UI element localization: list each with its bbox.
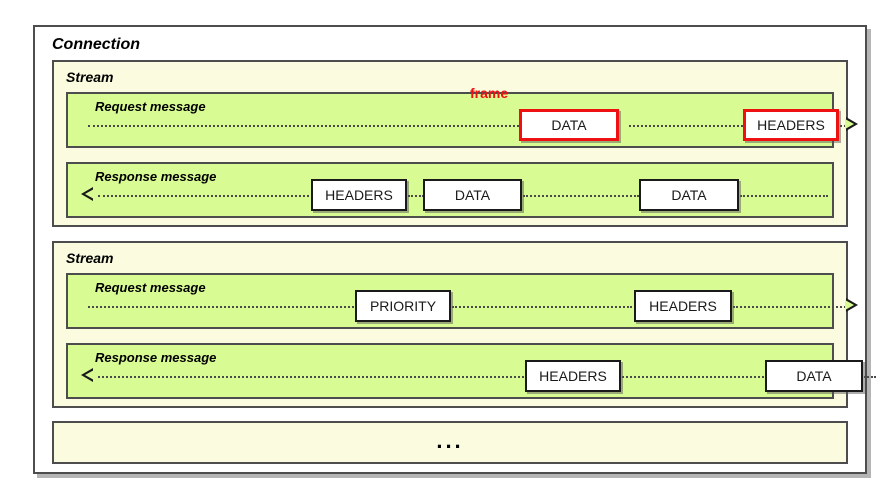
response-message-row-1: Response message HEADERS DATA DATA: [66, 162, 834, 218]
connector-line: [88, 125, 523, 127]
request-message-row-2: Request message PRIORITY HEADERS: [66, 273, 858, 329]
frame-chip-data[interactable]: DATA: [639, 179, 739, 211]
connection-title: Connection: [52, 36, 140, 53]
connector-line: [629, 125, 743, 127]
connector-line: [622, 376, 764, 378]
connector-line: [740, 195, 828, 197]
frame-chip-priority[interactable]: PRIORITY: [355, 290, 451, 322]
frame-chip-headers[interactable]: HEADERS: [525, 360, 621, 392]
stream-box-1: Stream Request message DATA HEADERS Resp…: [52, 60, 858, 227]
connection-box: Connection Stream Request message DATA H…: [33, 25, 876, 474]
frame-chip-data[interactable]: DATA: [765, 360, 863, 392]
connector-line: [98, 376, 524, 378]
frame-chip-data[interactable]: DATA: [423, 179, 522, 211]
connector-line: [733, 306, 846, 308]
connector-line: [98, 195, 309, 197]
connector-line: [88, 306, 354, 308]
arrow-right-icon: [845, 298, 858, 312]
stream-title-2: Stream: [66, 250, 114, 266]
arrow-left-icon: [81, 187, 94, 201]
connector-line: [523, 195, 639, 197]
frame-chip-headers[interactable]: HEADERS: [743, 109, 839, 141]
connector-line: [408, 195, 424, 197]
request-message-label-2: Request message: [95, 280, 206, 295]
frame-annotation-label: frame: [470, 85, 509, 101]
stream-box-2: Stream Request message PRIORITY HEADERS …: [52, 241, 876, 408]
request-message-row-1: Request message DATA HEADERS: [66, 92, 858, 148]
connector-line: [864, 376, 876, 378]
response-message-label-2: Response message: [95, 350, 217, 365]
frame-chip-headers[interactable]: HEADERS: [634, 290, 732, 322]
frame-chip-headers[interactable]: HEADERS: [311, 179, 407, 211]
stream-title-1: Stream: [66, 69, 114, 85]
frame-chip-data[interactable]: DATA: [519, 109, 619, 141]
response-message-label-1: Response message: [95, 169, 217, 184]
response-message-row-2: Response message HEADERS DATA: [66, 343, 876, 399]
ellipsis-text: ...: [436, 427, 464, 453]
arrow-right-icon: [845, 117, 858, 131]
more-streams-box: ...: [52, 421, 848, 464]
connector-line: [452, 306, 632, 308]
request-message-label-1: Request message: [95, 99, 206, 114]
arrow-left-icon: [81, 368, 94, 382]
